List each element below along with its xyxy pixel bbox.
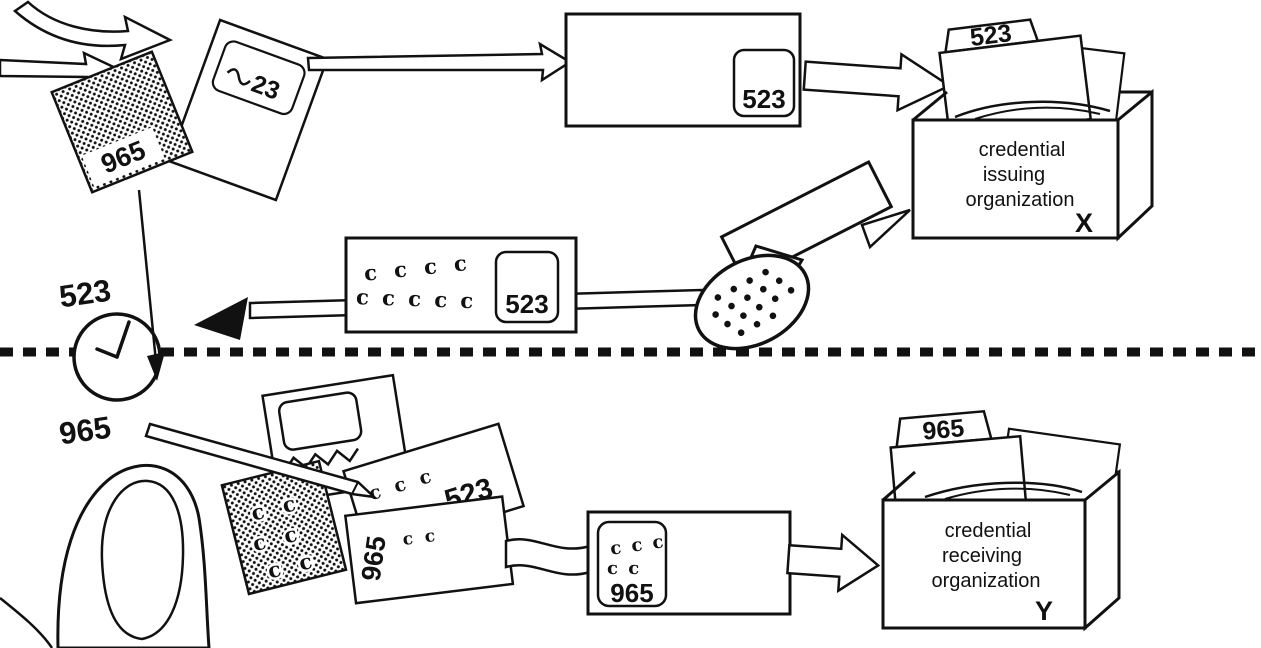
issuer-inner-folder-edge-2: [974, 106, 1101, 120]
shower-head-icon: [693, 253, 811, 351]
new-pseudonym-card: 965 c c: [343, 495, 515, 605]
transfer-envelope-window: [596, 520, 668, 608]
issuer-label-line2: issuing: [983, 164, 1045, 186]
return-arrow-head: [194, 297, 248, 340]
carbon-copy-card: c c c c c c: [220, 459, 348, 596]
request-envelope-window: [732, 48, 796, 118]
timeline-upper-number: 523: [57, 273, 113, 315]
issuer-front-folder: 523: [938, 18, 1093, 138]
signature-squiggle: [226, 68, 251, 86]
receiver-label-line1: credential: [945, 520, 1032, 542]
receiver-inner-folder-edge-2: [944, 487, 1071, 500]
issuer-label-line3: organization: [966, 189, 1075, 211]
receiver-letter: Y: [1035, 596, 1053, 626]
carbon-lined-card: 965: [50, 50, 194, 194]
thumb-icon: [0, 463, 211, 648]
receiver-label-line3: organization: [932, 570, 1041, 592]
to-receiver-open-arrow-shape: [786, 532, 881, 594]
hand-edge-line: [0, 597, 54, 648]
receiver-box-side: [1083, 468, 1121, 632]
send-request-arrow: [306, 41, 573, 83]
issuer-label-line1: credential: [979, 139, 1066, 161]
issuer-letter: X: [1075, 208, 1093, 238]
receiver-file-box: 965 credential receiving organization Y: [881, 409, 1122, 632]
signed-envelope-number: 523: [505, 289, 548, 319]
new-pseudonym-cs-row: c c: [401, 526, 439, 550]
inner-card-window: [211, 40, 306, 116]
clock-icon: [72, 312, 162, 402]
clock-hour-hand: [95, 347, 119, 359]
issuer-inner-folder-edge-1: [954, 100, 1111, 119]
signed-envelope-window: [494, 250, 560, 324]
to-issuer-open-arrow: [802, 52, 952, 113]
shower-handle-tip: [860, 208, 911, 250]
card-to-clock-arrowhead: [147, 352, 165, 381]
to-issuer-open-arrow-shape: [802, 52, 952, 113]
clock-minute-hand: [115, 320, 131, 359]
transfer-envelope-number: 965: [610, 578, 653, 608]
issuer-folder-tab-number: 523: [968, 19, 1013, 52]
transfer-envelope-cs-row2: c c: [607, 558, 641, 579]
issuer-file-box: 523 credential issuing organization X: [911, 18, 1154, 242]
pen-tip-line: [351, 481, 359, 495]
issuer-box-side: [1116, 88, 1154, 242]
receiver-inner-folder-edge-1: [924, 481, 1083, 499]
handwriting-zigzag: [283, 447, 359, 472]
thumbnail-outline: [100, 479, 185, 641]
incoming-curved-arrow: [12, 0, 174, 62]
new-pseudonym-number: 965: [356, 534, 392, 583]
pen-icon: [144, 422, 378, 499]
timeline-lower-number: 965: [57, 410, 113, 452]
receiver-folder-tab-number: 965: [921, 414, 965, 446]
signature-shower: [693, 160, 911, 351]
request-envelope: 523: [564, 12, 802, 128]
window-card-window: [277, 391, 363, 451]
to-receiver-open-arrow: [786, 532, 881, 594]
transfer-envelope: c c c c c 965: [586, 510, 792, 616]
inner-card: 23: [167, 18, 329, 202]
carbon-card-label-strip: [81, 127, 165, 188]
signed-envelope: c c c c c c c c c 523: [344, 236, 578, 334]
issuer-box-front: [911, 118, 1120, 240]
receiver-label-line2: receiving: [942, 545, 1022, 567]
transfer-wavy-arrow: [504, 538, 592, 576]
carbon-copy-card-body: [220, 459, 348, 596]
receiver-box-front: [881, 498, 1087, 630]
signed-envelope-cs-row2: c c c c c: [356, 284, 477, 313]
request-envelope-number: 523: [742, 84, 785, 114]
card-to-clock-line: [137, 189, 158, 363]
issuer-box-left-rim: [912, 90, 948, 122]
receiver-box-left-rim: [882, 470, 916, 502]
